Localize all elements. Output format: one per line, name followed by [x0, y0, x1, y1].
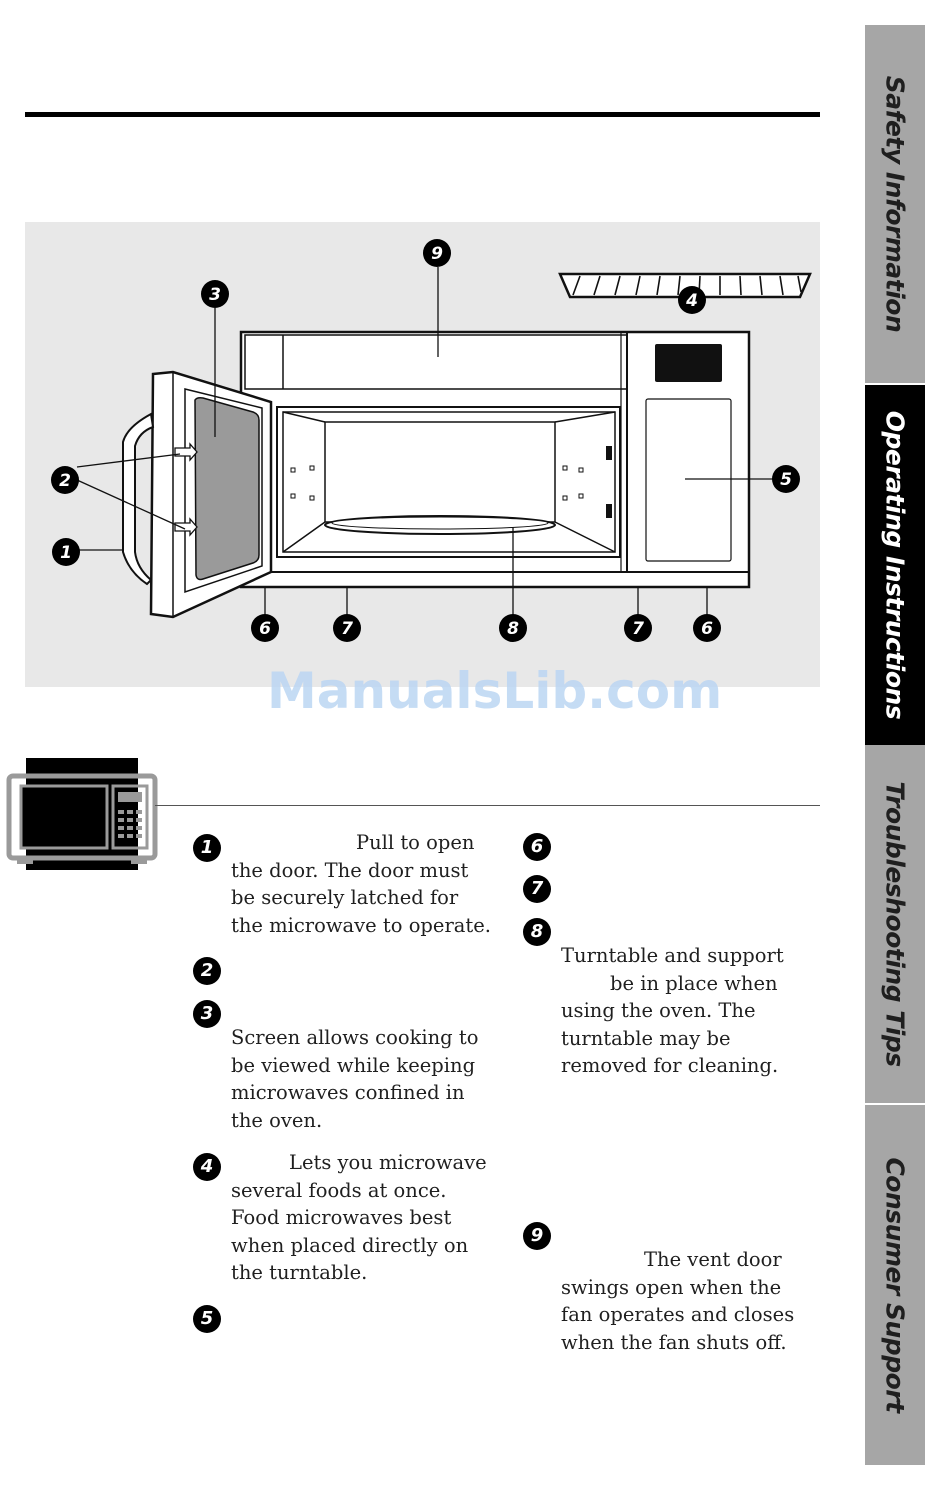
microwave-body [239, 330, 751, 589]
tab-troubleshooting-tips[interactable]: Troubleshooting Tips [865, 745, 925, 1103]
svg-text:1: 1 [60, 543, 72, 563]
shelf-illustration [558, 272, 812, 299]
callout-9: 9 [423, 239, 451, 267]
door-illustration [122, 370, 273, 619]
feature-3-badge: 3 [193, 1000, 221, 1028]
callout-7-right: 7 [624, 614, 652, 642]
display-window [655, 344, 722, 382]
feature-4-description: Lets you microwave several foods at once… [231, 1151, 487, 1284]
tab-operating-instructions[interactable]: Operating Instructions [865, 385, 925, 745]
svg-text:6: 6 [259, 619, 271, 639]
svg-text:2: 2 [59, 471, 71, 491]
watermark: ManualsLib.com [267, 662, 723, 720]
feature-9-badge: 9 [523, 1222, 551, 1250]
callout-4: 4 [678, 286, 706, 314]
callout-6-right: 6 [693, 614, 721, 642]
feature-9-description: The vent door swings open when the fan o… [561, 1248, 795, 1354]
feature-6-badge: 6 [523, 833, 551, 861]
callout-2: 2 [51, 466, 79, 494]
feature-2-badge: 2 [193, 957, 221, 985]
microwave-thumbnail-icon [5, 758, 160, 877]
svg-text:7: 7 [632, 619, 644, 639]
section-tabs: Safety Information Operating Instruction… [865, 25, 925, 1465]
callout-8: 8 [499, 614, 527, 642]
svg-text:4: 4 [685, 291, 698, 311]
tab-safety-information[interactable]: Safety Information [865, 25, 925, 383]
svg-text:7: 7 [341, 619, 353, 639]
callout-5: 5 [772, 465, 800, 493]
callout-7-left: 7 [333, 614, 361, 642]
svg-text:3: 3 [209, 285, 221, 305]
feature-5-badge: 5 [193, 1305, 221, 1333]
svg-text:9: 9 [431, 244, 443, 264]
svg-text:5: 5 [780, 470, 792, 490]
svg-text:6: 6 [701, 619, 713, 639]
callout-1: 1 [52, 538, 80, 566]
section-rule [155, 805, 820, 806]
feature-1-description: Pull to open the door. The door must be … [231, 831, 491, 937]
top-rule [25, 112, 820, 117]
feature-8-description: Turntable and support be in place when u… [561, 944, 784, 1077]
feature-7-badge: 7 [523, 875, 551, 903]
feature-4-badge: 4 [193, 1153, 221, 1181]
svg-text:8: 8 [507, 619, 519, 639]
leader-lines [75, 267, 777, 620]
microwave-diagram: 9 3 4 2 5 1 6 7 8 7 6 [25, 222, 820, 687]
feature-3-description: Screen allows cooking to be viewed while… [231, 1026, 479, 1132]
tab-consumer-support[interactable]: Consumer Support [865, 1105, 925, 1465]
callout-6-left: 6 [251, 614, 279, 642]
feature-1-badge: 1 [193, 834, 221, 862]
callout-3: 3 [201, 280, 229, 308]
feature-8-badge: 8 [523, 918, 551, 946]
